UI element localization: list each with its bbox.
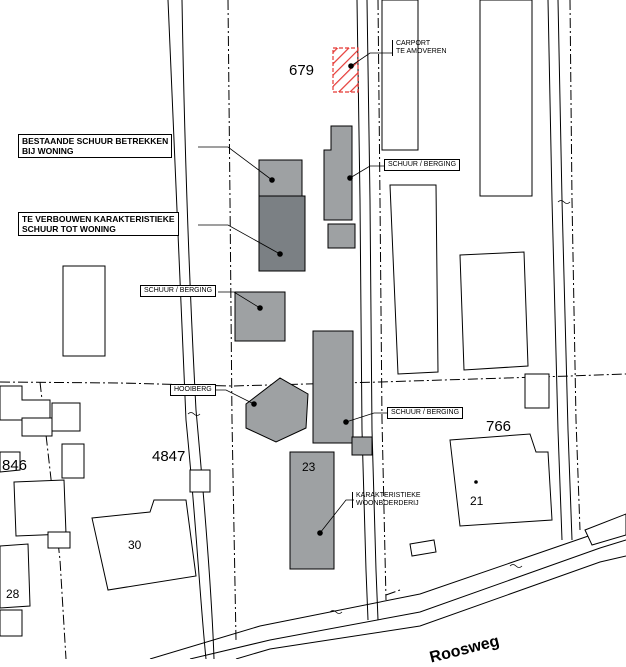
parcel-number: 679: [289, 62, 314, 79]
label-carport: CARPORT TE AMOVEREN: [392, 40, 447, 56]
label-shed-storage: SCHUUR / BERGING: [384, 159, 461, 171]
house-number: 23: [302, 460, 316, 474]
neighbour-buildings-right: [381, 0, 626, 557]
label-convert-shed: TE VERBOUWEN KARAKTERISTIEKE SCHUUR TOT …: [18, 212, 179, 236]
ditch-middle: [356, 0, 379, 621]
carport-hatched: [332, 47, 359, 93]
parcel-number: 766: [486, 418, 511, 435]
label-haystack: HOOIBERG: [170, 384, 216, 396]
parcel-number: 4847: [152, 448, 185, 465]
label-shed-storage: SCHUUR / BERGING: [140, 285, 217, 297]
road: [149, 523, 626, 659]
house-number: 28: [6, 587, 20, 601]
label-existing-shed: BESTAANDE SCHUUR BETREKKEN BIJ WONING: [18, 134, 173, 158]
label-shed-storage: SCHUUR / BERGING: [387, 407, 464, 419]
parcel-number: 846: [2, 457, 27, 474]
neighbour-buildings-left: [0, 265, 211, 637]
label-dots: [251, 63, 478, 536]
site-buildings: [234, 125, 373, 570]
label-leaders: [198, 52, 392, 534]
house-number: 21: [470, 494, 484, 508]
label-farmhouse: KARAKTERISTIEKE WOONBOERDERIJ: [352, 492, 421, 508]
ditch-right: [547, 0, 573, 541]
house-number: 30: [128, 538, 142, 552]
water-symbols: [187, 200, 571, 614]
